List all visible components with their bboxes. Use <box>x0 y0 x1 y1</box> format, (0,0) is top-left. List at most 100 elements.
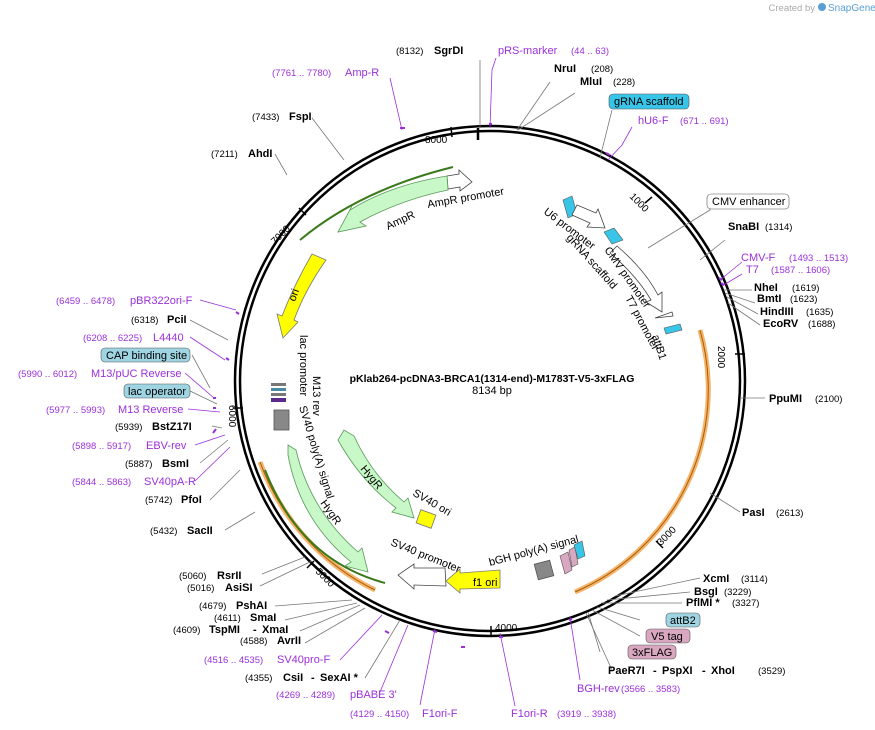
l4440-label[interactable]: L4440 <box>153 332 184 344</box>
snabi-label[interactable]: SnaBI <box>728 221 759 233</box>
ampr-label: AmpR <box>384 209 417 233</box>
m13-reverse-label[interactable]: M13 Reverse <box>118 404 183 416</box>
pshai-label[interactable]: PshAI <box>236 600 267 612</box>
pspxi-label[interactable]: PspXI <box>662 665 693 677</box>
csii-label[interactable]: CsiI <box>283 672 303 684</box>
sv40-ori-feature <box>415 509 437 529</box>
prs-marker-label[interactable]: pRS-marker <box>498 45 558 57</box>
m13-puc-reverse-label[interactable]: M13/pUC Reverse <box>91 368 181 380</box>
sv40pro-f-pos: (4516 .. 4535) <box>204 655 263 666</box>
xcmi-pos: (3114) <box>741 574 768 585</box>
tick-label-5000: 5000 <box>313 566 337 590</box>
smai-label[interactable]: SmaI <box>250 612 276 624</box>
ppumi-pos: (2100) <box>815 394 842 405</box>
fspi-pos: (7433) <box>252 112 279 123</box>
paer7i-label[interactable]: PaeR7I <box>608 665 645 677</box>
f1ori-r-label[interactable]: F1ori-R <box>511 708 548 720</box>
ebv-rev-label[interactable]: EBV-rev <box>146 440 187 452</box>
tick-label-6000: 6000 <box>226 405 237 428</box>
smai-pos: (4611) <box>214 613 241 624</box>
v5-tag-box-label[interactable]: V5 tag <box>651 631 683 643</box>
sexai-label[interactable]: SexAI * <box>320 672 359 684</box>
pflmi-label[interactable]: PflMI * <box>686 597 720 609</box>
f1ori-f-label[interactable]: F1ori-F <box>422 708 458 720</box>
pbabe-pos: (4269 .. 4289) <box>276 690 335 701</box>
tick-label-4000: 4000 <box>495 623 518 634</box>
tick-label-2000: 2000 <box>715 346 726 369</box>
3xflag-box-label[interactable]: 3xFLAG <box>632 647 672 659</box>
lac-operator-box <box>123 383 191 399</box>
attb2-box-label[interactable]: attB2 <box>670 615 696 627</box>
pcii-pos: (6318) <box>131 315 158 326</box>
pfoi-pos: (5742) <box>145 495 172 506</box>
t7-promoter-arrow <box>654 311 674 319</box>
sv40-promoter-arrow <box>397 563 447 590</box>
f1ori-f-pos: (4129 .. 4150) <box>350 709 409 720</box>
xcmi-label[interactable]: XcmI <box>703 573 729 585</box>
asisi-label[interactable]: AsiSI <box>225 582 253 594</box>
cmv-f-label[interactable]: CMV-F <box>741 252 776 264</box>
created-by-text: Created by <box>769 3 816 14</box>
sv40pa-r-pos: (5844 .. 5863) <box>72 477 131 488</box>
hu6-f-pos: (671 .. 691) <box>680 116 729 127</box>
avrii-label[interactable]: AvrII <box>277 635 301 647</box>
nhei-pos: (1619) <box>792 283 819 294</box>
amp-r-label[interactable]: Amp-R <box>345 67 379 79</box>
nrui-label[interactable]: NruI <box>554 63 576 75</box>
snapgene-logo-icon <box>818 3 826 11</box>
ori-label: ori <box>287 287 302 303</box>
bmti-label[interactable]: BmtI <box>757 293 781 305</box>
fspi-label[interactable]: FspI <box>289 111 312 123</box>
lac-operator-feature <box>271 388 286 391</box>
mlui-label[interactable]: MluI <box>580 76 602 88</box>
grna-scaffold-box-label[interactable]: gRNA scaffold <box>614 96 684 108</box>
pasi-label[interactable]: PasI <box>742 507 765 519</box>
primer-markers <box>212 123 725 648</box>
hygr-arrow-inner <box>337 429 415 519</box>
sgrdi-pos: (8132) <box>396 46 423 57</box>
ppumi-label[interactable]: PpuMI <box>769 393 802 405</box>
xmai-label[interactable]: XmaI <box>262 624 288 636</box>
ori-arrow <box>276 253 327 339</box>
bsmi-label[interactable]: BsmI <box>162 458 189 470</box>
u6-promoter-arrow <box>571 204 606 229</box>
tspmi-label[interactable]: TspMI <box>209 624 240 636</box>
m13-rev-label: M13 rev <box>310 376 322 416</box>
ahdi-label[interactable]: AhdI <box>248 148 272 160</box>
hu6-f-label[interactable]: hU6-F <box>638 115 669 127</box>
tick-label-8000: 8000 <box>425 135 448 146</box>
pspxi-sep: - <box>653 665 657 677</box>
pbabe-label[interactable]: pBABE 3' <box>350 689 397 701</box>
sv40pro-f-label[interactable]: SV40pro-F <box>277 654 330 666</box>
lac-operator-box-label[interactable]: lac operator <box>128 386 186 398</box>
xhoi-label[interactable]: XhoI <box>711 665 735 677</box>
pfoi-label[interactable]: PfoI <box>181 494 202 506</box>
lac-promoter-feature <box>271 393 286 396</box>
tspmi-pos: (4609) <box>173 625 200 636</box>
sacii-label[interactable]: SacII <box>187 525 213 537</box>
sgrdi-label[interactable]: SgrDI <box>434 45 463 57</box>
t7-primer-label[interactable]: T7 <box>746 264 759 276</box>
hygr-direction-line <box>264 469 386 584</box>
m13-puc-reverse-pos: (5990 .. 6012) <box>18 369 77 380</box>
ecorv-label[interactable]: EcoRV <box>763 318 799 330</box>
site-labels: (8132) SgrDI pRS-marker (44 .. 63) NruI … <box>18 45 848 720</box>
ahdi-pos: (7211) <box>211 149 238 160</box>
t7-primer-pos: (1587 .. 1606) <box>771 265 830 276</box>
hindiii-label[interactable]: HindIII <box>760 306 794 318</box>
bsgi-pos: (3229) <box>724 587 751 598</box>
rsrii-label[interactable]: RsrII <box>217 570 241 582</box>
sv40pa-r-label[interactable]: SV40pA-R <box>144 476 196 488</box>
bstz17i-label[interactable]: BstZ17I <box>152 421 192 433</box>
tick-1000 <box>644 196 653 204</box>
pcii-label[interactable]: PciI <box>167 314 187 326</box>
bgh-rev-label[interactable]: BGH-rev <box>577 683 620 695</box>
cap-binding-site-box-label[interactable]: CAP binding site <box>106 350 187 362</box>
grna-scaffold-feature-2 <box>603 227 624 245</box>
nhei-label[interactable]: NheI <box>754 282 778 294</box>
pbr322ori-f-label[interactable]: pBR322ori-F <box>130 295 193 307</box>
bgh-polya-feature <box>533 559 555 581</box>
bsgi-label[interactable]: BsgI <box>694 586 718 598</box>
cmv-enhancer-box-label[interactable]: CMV enhancer <box>712 196 786 208</box>
